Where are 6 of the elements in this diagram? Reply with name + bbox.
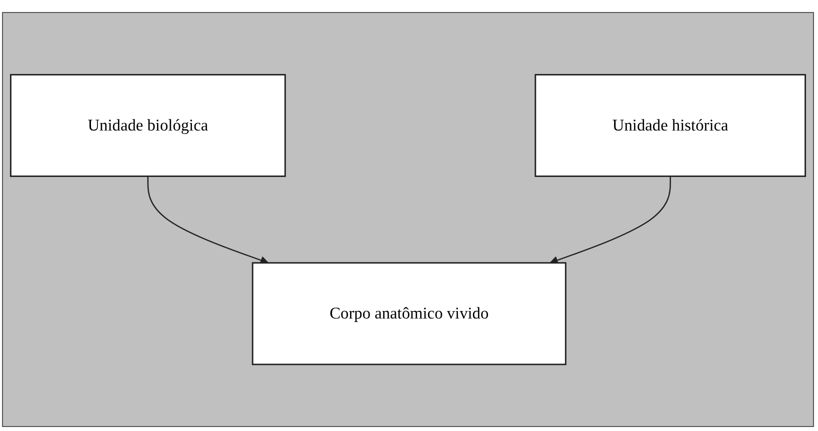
- arrow: [550, 176, 671, 264]
- arrow: [147, 176, 269, 264]
- diagram-background: Unidade biológica Unidade histórica Corpo anatômico vivido: [2, 12, 814, 427]
- node-box: [10, 74, 286, 177]
- node-box: [252, 262, 566, 366]
- node-box: [534, 74, 806, 177]
